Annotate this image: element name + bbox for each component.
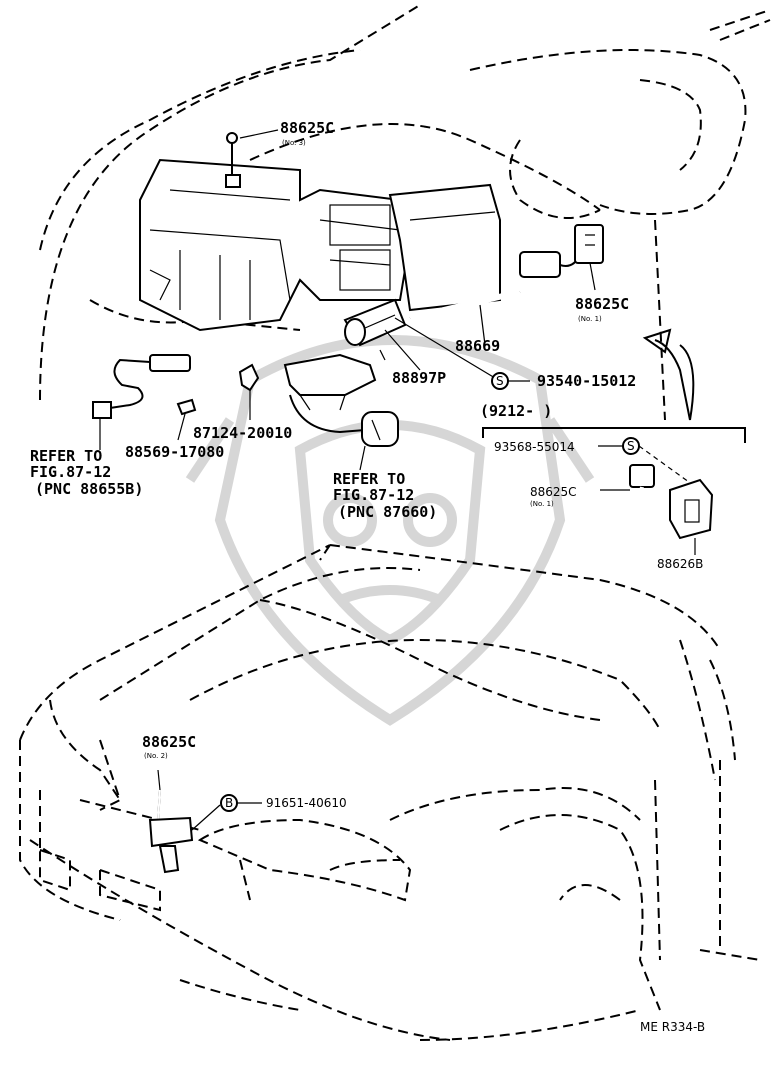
ambient-sensor-no3 — [225, 129, 279, 188]
label-88625c-no1-top: 88625C — [575, 295, 629, 313]
label-88625c-no3: 88625C — [280, 119, 334, 137]
label-87124: 87124-20010 — [193, 424, 292, 442]
refer-mid-line1: REFER TO — [333, 470, 405, 488]
label-88569: 88569-17080 — [125, 443, 224, 461]
refer-mid-leader — [359, 445, 366, 471]
detail-box — [482, 427, 746, 555]
label-88625c-no1-top-sub: (No. 1) — [578, 315, 602, 323]
aspirator — [343, 298, 421, 371]
refer-left-line2: FIG.87-12 — [30, 463, 111, 481]
heater-unit — [139, 158, 501, 332]
label-88625c-no3-sub: (No. 3) — [282, 139, 306, 147]
label-93568: 93568-55014 — [494, 440, 575, 454]
symbol-93568: S — [627, 439, 635, 453]
refer-mid-line3: (PNC 87660) — [338, 503, 437, 521]
label-date-range: (9212- ) — [480, 402, 552, 420]
arrow-detail — [642, 328, 695, 421]
refer-left-line3: (PNC 88655B) — [35, 480, 143, 498]
in-car-sensor-assembly — [283, 349, 399, 447]
label-88625c-no1-box-sub: (No. 1) — [530, 500, 554, 508]
label-91651: 91651-40610 — [266, 796, 347, 810]
label-figure-code: ME R334-B — [640, 1020, 705, 1034]
screw-leader — [394, 317, 496, 379]
refer-mid-line2: FIG.87-12 — [333, 486, 414, 504]
label-88625c-no2: 88625C — [142, 733, 196, 751]
solar-sensor-no1 — [519, 224, 604, 291]
ambient-sensor-no2 — [148, 769, 262, 874]
dashboard-outline — [39, 4, 771, 421]
label-93540: 93540-15012 — [537, 372, 636, 390]
label-88897p: 88897P — [392, 369, 446, 387]
clip-88569 — [176, 398, 197, 441]
aspirator-hose — [409, 289, 521, 346]
label-88625c-no2-sub: (No. 2) — [144, 752, 168, 760]
left-harness — [92, 354, 191, 450]
symbol-93540: S — [496, 374, 504, 388]
refer-left-line1: REFER TO — [30, 447, 102, 465]
symbol-91651: B — [225, 796, 233, 810]
label-88626b: 88626B — [657, 557, 703, 571]
car-body-outline — [19, 544, 761, 1041]
label-88669: 88669 — [455, 337, 500, 355]
labels: 88625C (No. 3) 88625C (No. 1) 88669 8889… — [30, 119, 705, 1034]
label-88625c-no1-box: 88625C — [530, 485, 577, 499]
clip-87124 — [238, 363, 260, 420]
